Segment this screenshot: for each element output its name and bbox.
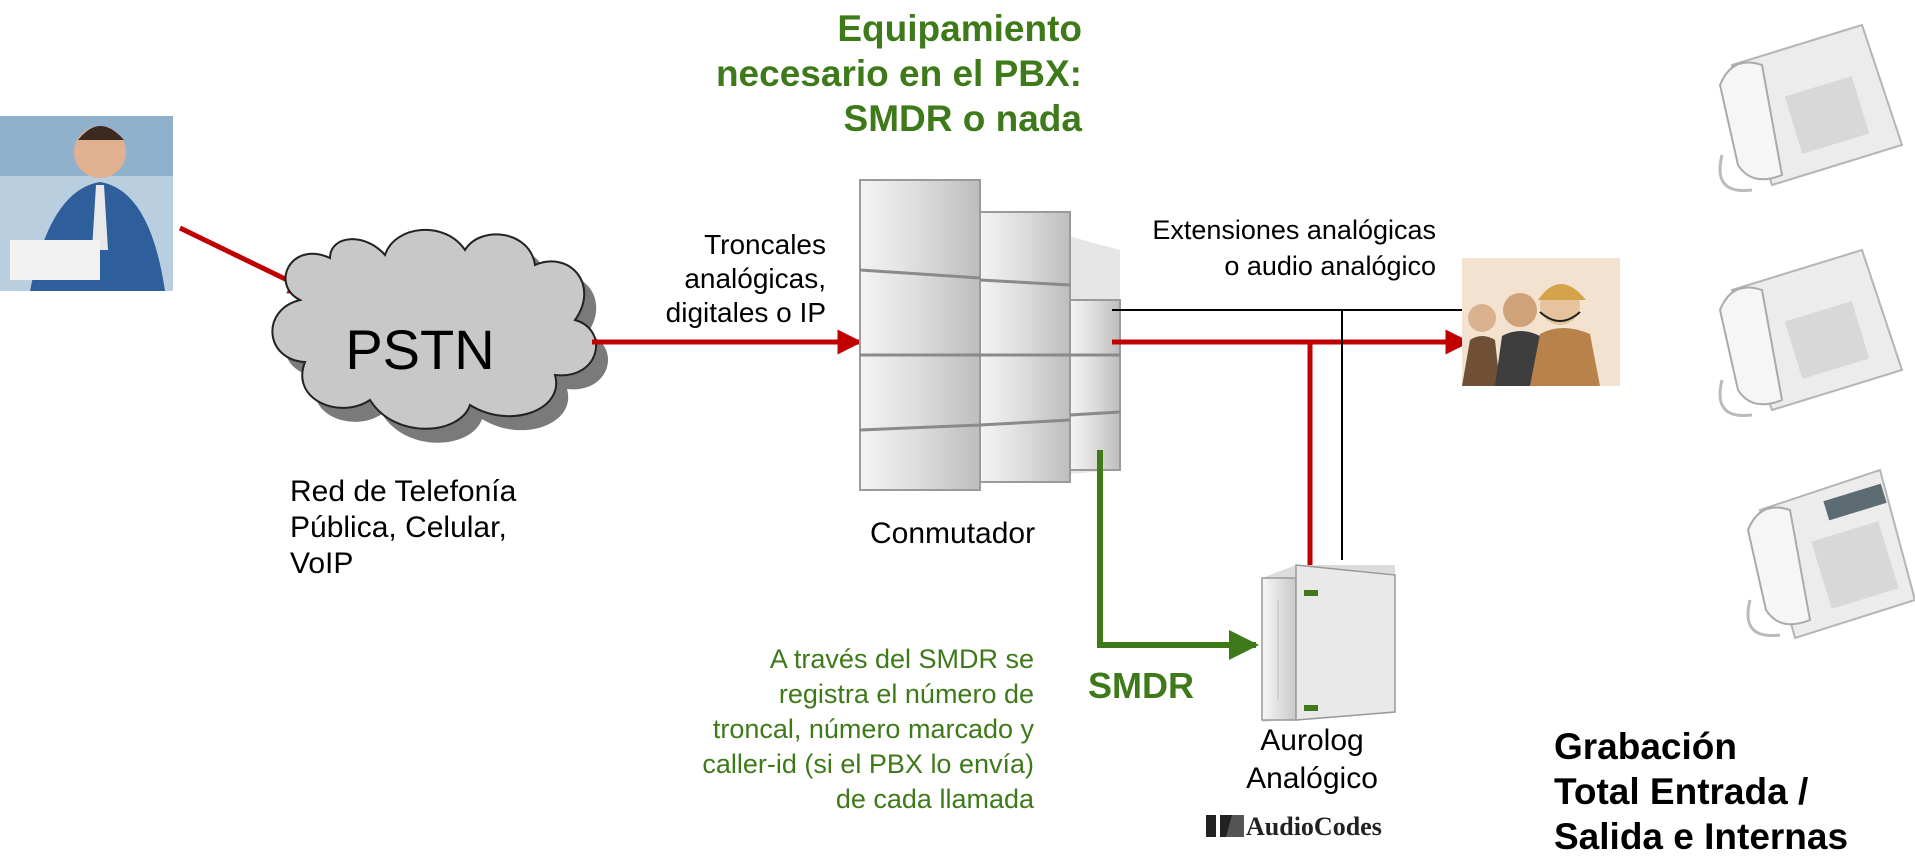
smdr-note-line: troncal, número marcado y [712,714,1034,744]
title-line: Equipamiento [837,8,1082,49]
recorder-line: Aurolog [1260,724,1364,757]
page-title: Equipamiento necesario en el PBX: SMDR o… [620,6,1082,141]
pstn-caption-line: Red de Telefonía [290,475,517,508]
recording-line: Grabación [1554,726,1737,767]
agents-photo-icon [1462,258,1620,386]
smdr-label: SMDR [1088,665,1194,706]
trunks-label: Troncales analógicas, digitales o IP [600,228,826,330]
pstn-label: PSTN [345,318,495,381]
smdr-note-line: A través del SMDR se [769,644,1034,674]
caller-photo-icon [0,116,173,291]
smdr-note-line: registra el número de [778,679,1034,709]
recording-line: Total Entrada / [1554,771,1809,812]
pstn-caption-line: VoIP [290,547,354,580]
pbx-label: Conmutador [870,517,1036,550]
recording-caption: Grabación Total Entrada / Salida e Inter… [1554,724,1914,859]
recorder-label: Aurolog Analógico [1222,722,1402,798]
audiocodes-logo-icon [1206,815,1244,837]
smdr-arrow [1097,450,1259,660]
smdr-note: A través del SMDR se registra el número … [600,642,1034,817]
extensions-line: o audio analógico [1224,251,1436,281]
pbx-cabinet-icon [859,179,1121,491]
trunks-line: Troncales [704,229,826,260]
desk-phone-icon [1746,468,1915,640]
trunks-line: analógicas, [684,263,826,294]
recorder-line: Analógico [1246,762,1378,795]
desk-phone-icon [1718,248,1904,418]
pstn-caption-line: Pública, Celular, [290,511,507,544]
desk-phone-icon [1718,23,1904,193]
extensions-label: Extensiones analógicas o audio analógico [1060,212,1436,284]
recording-line: Salida e Internas [1554,816,1849,857]
audiocodes-logo: AudioCodes [1246,812,1382,841]
extensions-line: Extensiones analógicas [1152,215,1436,245]
smdr-note-line: de cada llamada [835,784,1034,814]
recorder-server-icon [1261,564,1396,722]
title-line: SMDR o nada [843,98,1082,139]
smdr-note-line: caller-id (si el PBX lo envía) [702,749,1034,779]
pstn-caption: Red de Telefonía Pública, Celular, VoIP [290,474,590,582]
pstn-cloud-icon [271,228,609,443]
trunks-line: digitales o IP [665,297,826,328]
title-line: necesario en el PBX: [715,53,1082,94]
